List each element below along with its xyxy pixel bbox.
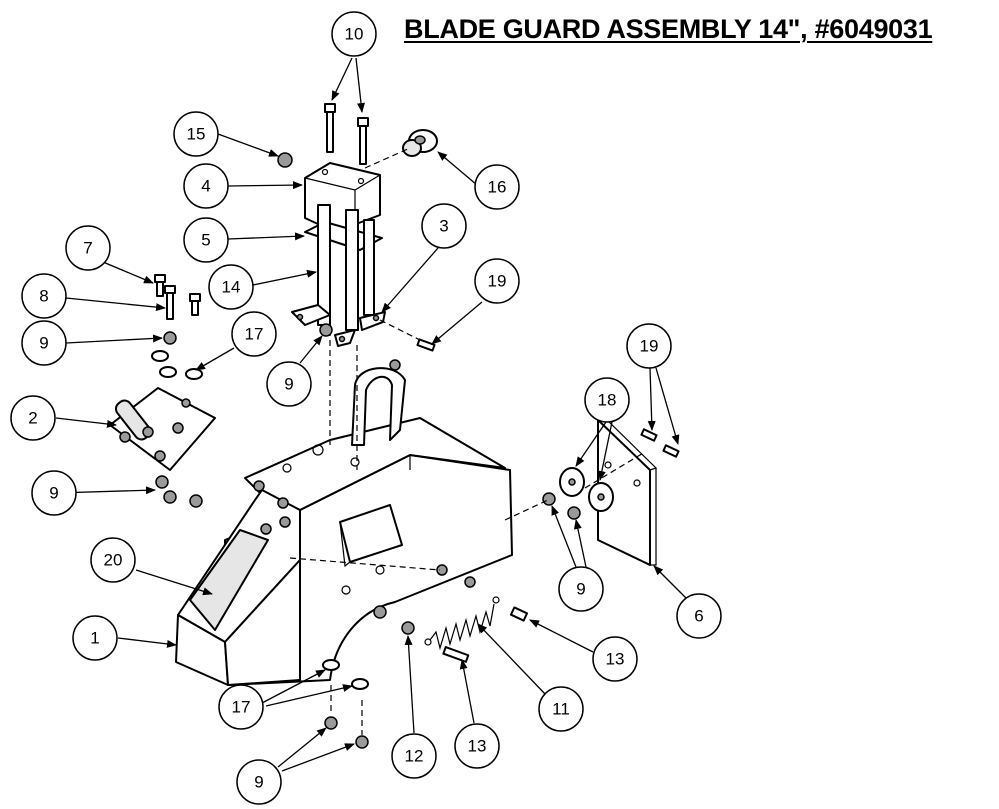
diagram-title: BLADE GUARD ASSEMBLY 14", #6049031 [404,14,933,44]
leader-lines [55,57,689,772]
svg-text:9: 9 [576,580,585,599]
hinge [109,387,216,471]
hex-nut [389,359,401,371]
hex-nut [401,621,415,635]
blade-guard-housing [175,417,513,686]
svg-text:5: 5 [201,231,210,250]
svg-text:9: 9 [49,484,58,503]
flat-washer [322,659,340,671]
hex-nut [163,490,177,504]
callout-2: 2 [10,395,56,441]
flat-head-screws-right [640,428,680,458]
callout-17-top: 17 [231,311,277,357]
callout-16: 16 [474,164,520,210]
svg-text:15: 15 [187,125,206,144]
hex-nut [155,475,169,489]
callout-15: 15 [173,111,219,157]
flat-washer [185,368,203,380]
hex-nut [436,564,448,576]
svg-text:16: 16 [488,178,507,197]
callout-9-left: 9 [21,320,67,366]
tension-spring [424,596,500,651]
callout-12: 12 [391,733,437,779]
svg-text:17: 17 [245,325,264,344]
callout-19-right: 19 [626,323,672,369]
callout-1: 1 [72,615,118,661]
callout-13-bottom: 13 [454,723,500,769]
callout-20: 20 [90,537,136,583]
hex-nut [319,323,333,337]
callout-5: 5 [183,217,229,263]
svg-text:4: 4 [201,177,210,196]
svg-text:9: 9 [39,334,48,353]
callout-19-top: 19 [474,258,520,304]
svg-text:9: 9 [284,375,293,394]
callout-9-right: 9 [558,566,604,612]
cap-screw-pair [324,103,369,165]
svg-text:14: 14 [222,278,241,297]
hex-nut [355,735,369,749]
callout-18: 18 [584,377,630,423]
svg-text:13: 13 [606,650,625,669]
svg-text:12: 12 [405,747,424,766]
rubber-washers [559,467,614,512]
flat-washer [351,678,369,690]
hex-nut [567,506,581,520]
svg-text:19: 19 [488,272,507,291]
hex-nut [163,331,177,345]
callout-8: 8 [21,273,67,319]
callout-10: 10 [331,11,377,57]
svg-text:3: 3 [439,217,448,236]
callout-6: 6 [676,593,722,639]
hex-nut [542,492,556,506]
carry-handle [351,367,406,446]
svg-text:18: 18 [598,391,617,410]
svg-text:20: 20 [104,551,123,570]
callout-11: 11 [538,686,584,732]
svg-text:2: 2 [28,409,37,428]
svg-text:17: 17 [232,698,251,717]
callout-14: 14 [208,264,254,310]
svg-text:11: 11 [552,700,570,719]
callout-9-hinge: 9 [31,470,77,516]
callout-9-column: 9 [266,361,312,407]
hex-nut [189,494,203,508]
callout-17-bottom: 17 [218,684,264,730]
callout-7: 7 [65,225,111,271]
mounting-tubes [291,204,386,347]
svg-text:8: 8 [39,287,48,306]
svg-text:9: 9 [254,773,263,792]
hex-bolt-13a [509,606,529,622]
svg-text:10: 10 [345,25,364,44]
svg-text:13: 13 [468,737,487,756]
callout-9-bottom: 9 [236,759,282,805]
flat-washer [151,350,169,362]
flat-washer [159,366,177,378]
callout-3: 3 [421,203,467,249]
left-screws [154,274,201,320]
callout-13-right: 13 [592,636,638,682]
adjustment-knob [402,129,438,157]
hex-nut [464,576,476,588]
flat-head-screw [416,338,436,352]
svg-text:1: 1 [90,629,99,648]
svg-text:7: 7 [83,239,92,258]
hex-nut [277,152,293,168]
svg-text:19: 19 [640,337,659,356]
callout-4: 4 [183,163,229,209]
hex-bolt-13b [442,646,470,663]
hex-nut [324,716,338,730]
svg-text:6: 6 [694,607,703,626]
hex-nut [373,605,387,619]
